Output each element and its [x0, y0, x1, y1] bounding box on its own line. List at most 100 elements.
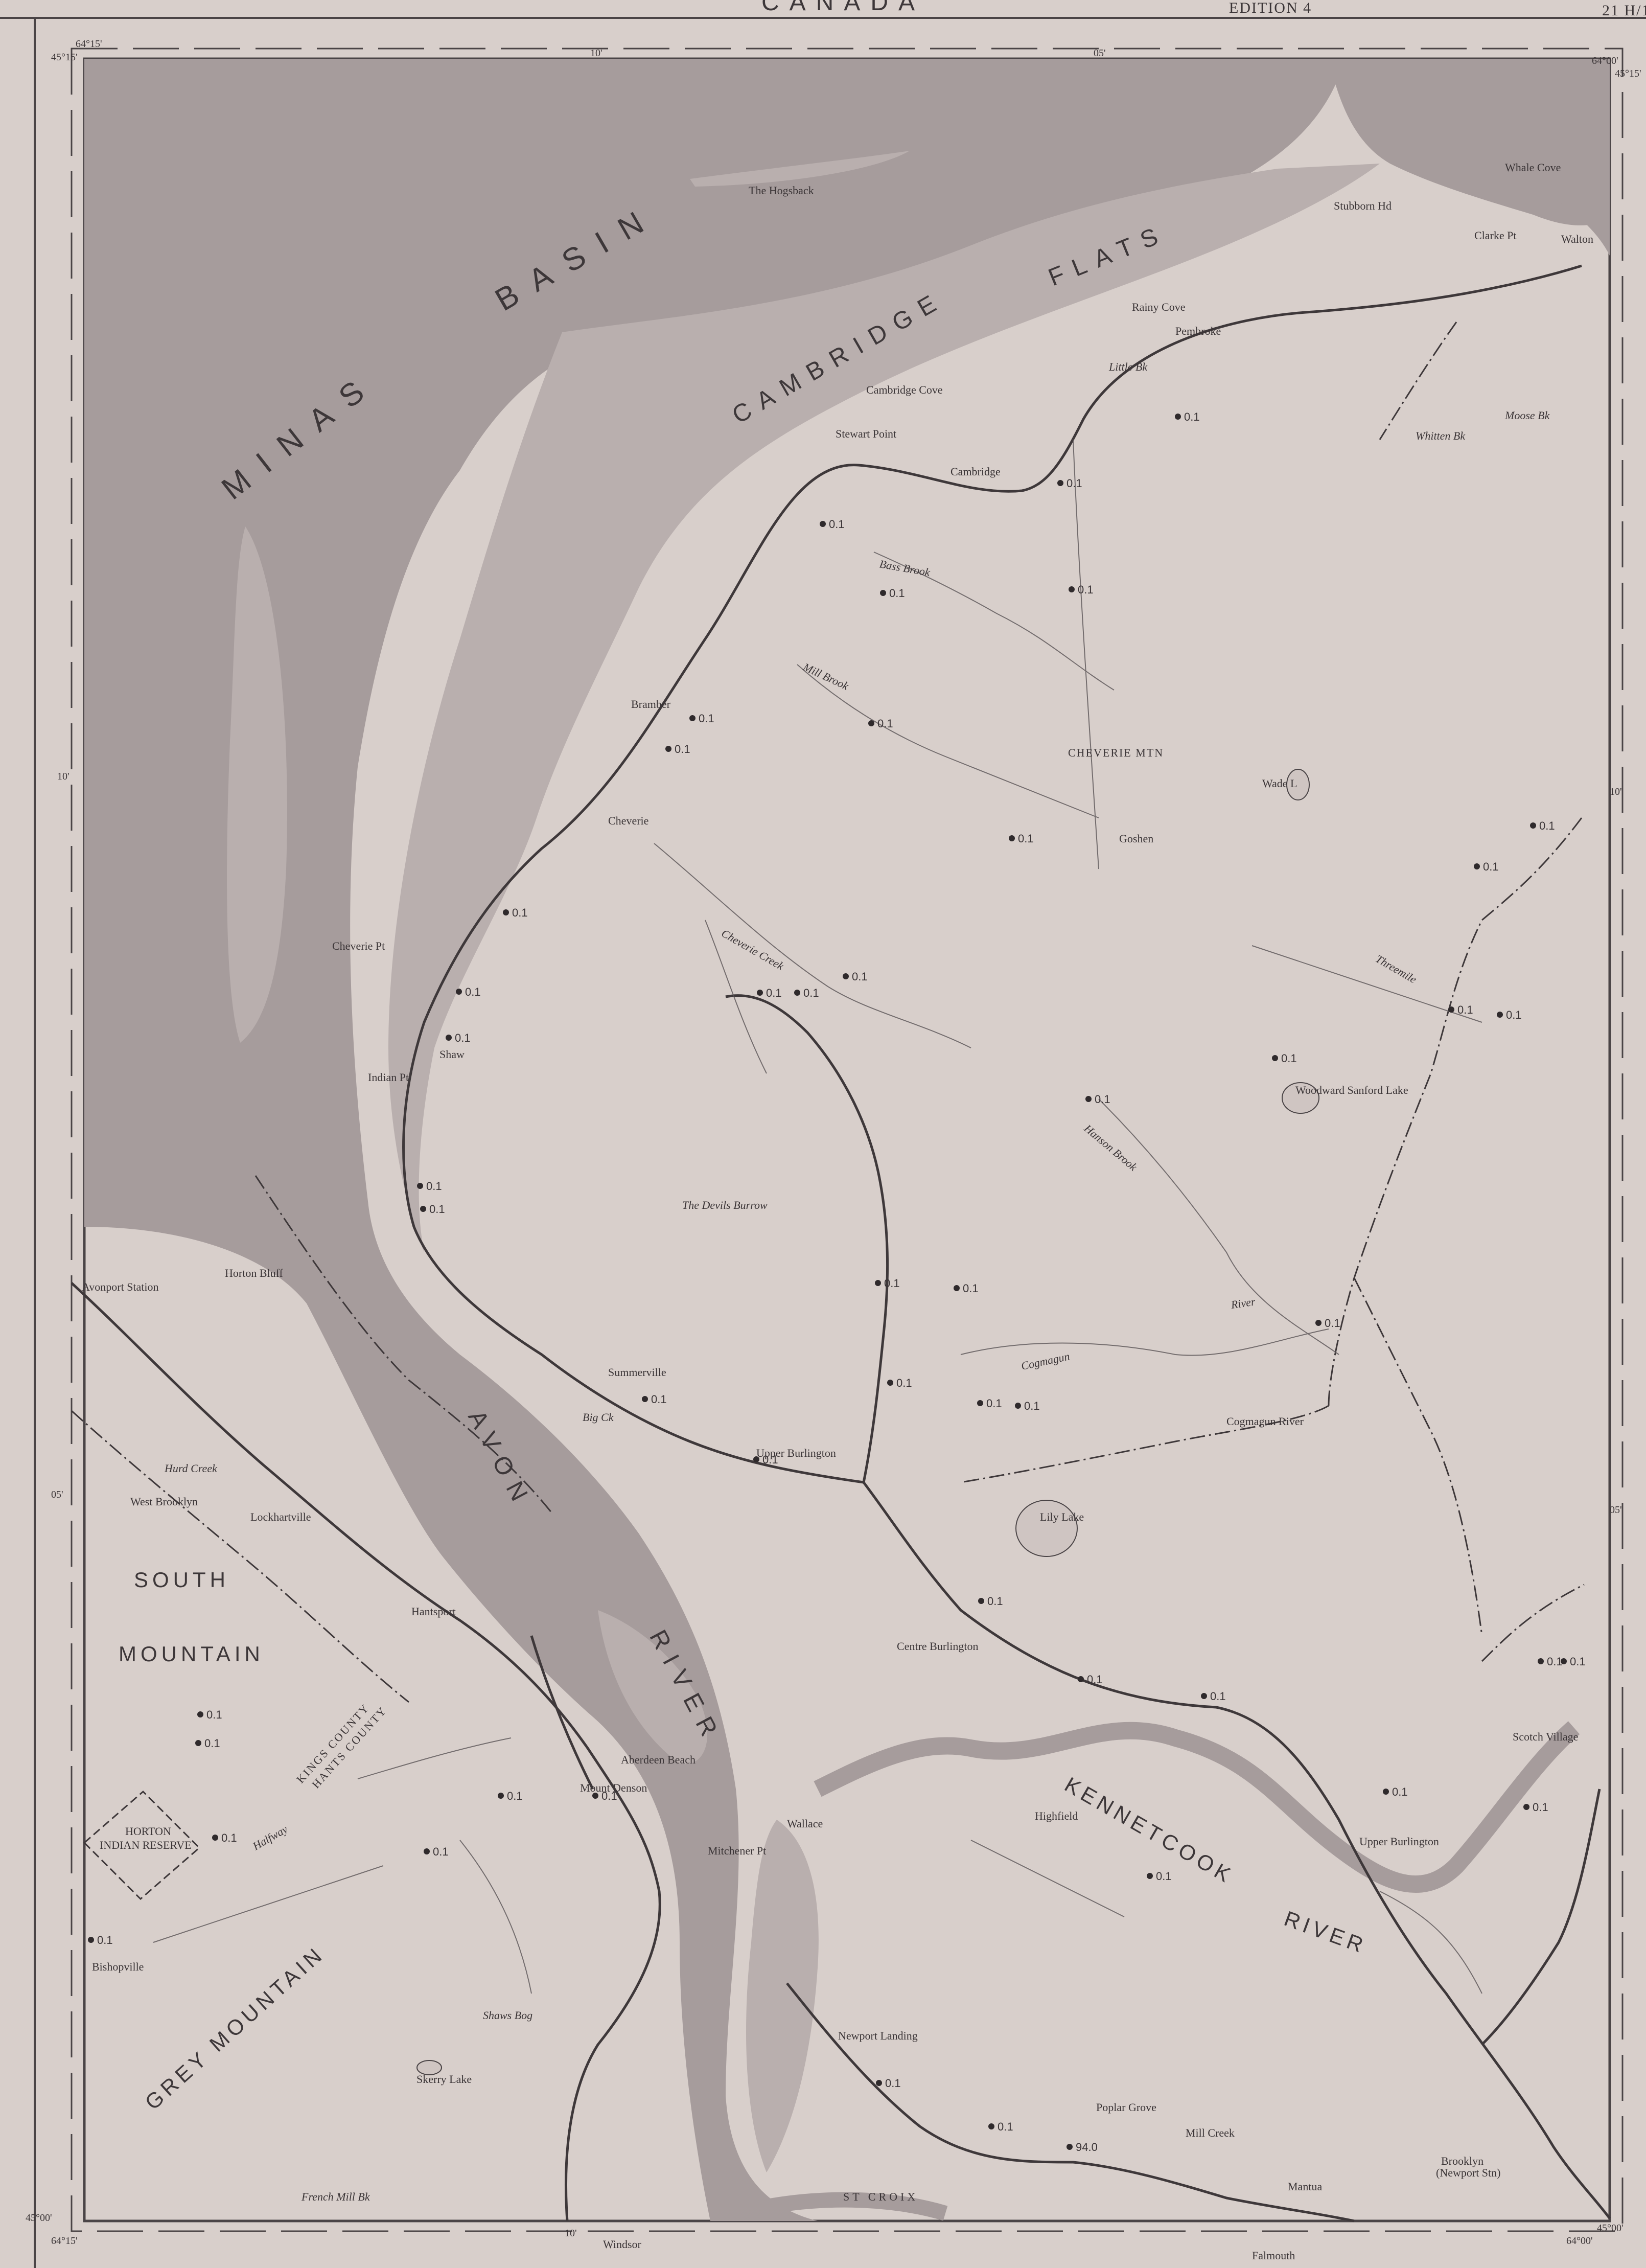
place-whitten-bk: Whitten Bk — [1416, 429, 1466, 442]
survey-point-label: 0.1 — [885, 2077, 901, 2090]
skerry-lake — [416, 2060, 442, 2075]
survey-point-dot — [1009, 835, 1015, 841]
survey-point-dot — [642, 1396, 648, 1402]
place-cambridge-cove: Cambridge Cove — [866, 383, 943, 396]
kennetcook-river — [814, 1721, 1580, 1893]
survey-point-dot — [876, 2080, 882, 2086]
survey-point-dot — [88, 1937, 94, 1943]
survey-point-label: 0.1 — [1392, 1785, 1408, 1798]
survey-point-label: 0.1 — [1325, 1317, 1340, 1330]
survey-point-label: 0.1 — [426, 1180, 442, 1193]
place-walton: Walton — [1561, 233, 1593, 245]
survey-point-label: 0.1 — [1547, 1655, 1563, 1668]
survey-point-label: 0.1 — [766, 987, 782, 999]
place-upper-burlington-2: Upper Burlington — [1359, 1835, 1439, 1848]
survey-point-dot — [1272, 1055, 1278, 1061]
survey-point-label: 0.1 — [206, 1708, 222, 1721]
survey-point-label: 0.1 — [1078, 583, 1094, 596]
survey-point-label: 0.1 — [429, 1203, 445, 1216]
survey-point-label: 0.1 — [896, 1377, 912, 1389]
wade-lake — [1286, 769, 1310, 800]
place-rainy-cove: Rainy Cove — [1132, 301, 1186, 313]
label-south: SOUTH — [134, 1568, 229, 1592]
survey-point-dot — [417, 1183, 423, 1189]
place-french-mill-bk: French Mill Bk — [301, 2190, 370, 2203]
survey-point-label: 0.1 — [1483, 860, 1499, 873]
place-brooklyn: Brooklyn — [1441, 2155, 1483, 2167]
avon-lower-bar — [746, 1820, 819, 2172]
survey-point-label: 94.0 — [1076, 2141, 1098, 2154]
place-pembroke: Pembroke — [1175, 325, 1221, 337]
survey-point-dot — [757, 990, 763, 996]
survey-point-dot — [1201, 1693, 1207, 1699]
survey-point-dot — [592, 1793, 598, 1799]
st-croix-river — [734, 2192, 948, 2221]
survey-point-label: 0.1 — [998, 2120, 1013, 2133]
place-falmouth: Falmouth — [1252, 2249, 1295, 2262]
survey-point-dot — [446, 1035, 452, 1041]
survey-point-dot — [424, 1848, 430, 1854]
coord-top-left-lat: 45°15' — [51, 52, 78, 63]
place-aberdeen-beach: Aberdeen Beach — [621, 1753, 696, 1766]
place-newport-landing: Newport Landing — [838, 2029, 918, 2042]
map-sheet-number: 21 H/1 — [1602, 2, 1646, 19]
label-mountain: MOUNTAIN — [119, 1642, 264, 1666]
label-indian-reserve: INDIAN RESERVE — [100, 1839, 192, 1851]
place-windsor: Windsor — [603, 2238, 642, 2251]
coord-right-10: 10' — [1610, 786, 1622, 797]
survey-point-dot — [977, 1400, 983, 1406]
hogsback-bar — [690, 151, 910, 187]
coord-bottom-right-lat: 45°00' — [1597, 2223, 1624, 2234]
survey-point-dot — [843, 973, 849, 979]
coord-top-10: 10' — [590, 48, 602, 59]
survey-point-label: 0.1 — [1156, 1870, 1172, 1883]
survey-point-label: 0.1 — [97, 1934, 113, 1946]
roads — [71, 264, 1611, 2223]
survey-point-label: 0.1 — [1067, 477, 1082, 490]
woodward-sanford-lake — [1282, 1082, 1319, 1114]
coord-bottom-left-lat: 45°00' — [26, 2212, 52, 2224]
survey-point-dot — [1448, 1006, 1454, 1013]
minas-basin-water — [84, 59, 1339, 2221]
label-horton: HORTON — [125, 1825, 171, 1838]
survey-point-label: 0.1 — [1539, 819, 1555, 832]
place-bishopville: Bishopville — [92, 1960, 144, 1973]
survey-point-dot — [1561, 1658, 1567, 1664]
coord-left-05: 05' — [51, 1489, 63, 1500]
coord-bottom-left: 64°15' — [51, 2235, 78, 2247]
survey-point-dot — [1530, 822, 1536, 829]
place-newport-stn: (Newport Stn) — [1436, 2166, 1500, 2179]
survey-point-label: 0.1 — [1506, 1009, 1522, 1021]
place-scotch-village: Scotch Village — [1513, 1730, 1578, 1743]
survey-point-dot — [456, 989, 462, 995]
cambridge-flats — [388, 164, 1380, 1252]
survey-point-dot — [1383, 1789, 1389, 1795]
walton-bay — [1380, 82, 1610, 256]
streams — [153, 439, 1482, 1994]
survey-point-dot — [665, 746, 671, 752]
survey-point-label: 0.1 — [1533, 1801, 1548, 1814]
place-cambridge: Cambridge — [950, 465, 1001, 478]
place-whale-cove: Whale Cove — [1505, 161, 1561, 174]
survey-point-dot — [1315, 1320, 1322, 1326]
place-lily-lake: Lily Lake — [1040, 1510, 1084, 1523]
survey-point-dot — [954, 1285, 960, 1291]
survey-point-dot — [978, 1598, 984, 1604]
place-upper-burlington: Upper Burlington — [756, 1447, 836, 1459]
survey-point-label: 0.1 — [465, 986, 481, 998]
survey-point-dot — [1474, 863, 1480, 869]
survey-point-label: 0.1 — [221, 1831, 237, 1844]
survey-point-label: 0.1 — [651, 1393, 667, 1406]
survey-point-dot — [197, 1711, 203, 1717]
survey-point-label: 0.1 — [1024, 1400, 1040, 1412]
label-st-croix: ST CROIX — [843, 2190, 918, 2203]
place-hogsback: The Hogsback — [749, 184, 814, 197]
place-poplar-grove: Poplar Grove — [1096, 2101, 1156, 2114]
place-goshen: Goshen — [1119, 832, 1153, 845]
place-avonport: Avonport Station — [82, 1280, 159, 1293]
survey-point-label: 0.1 — [877, 717, 893, 730]
survey-point-dot — [794, 990, 800, 996]
survey-point-label: 0.1 — [512, 906, 528, 919]
place-highfield: Highfield — [1035, 1809, 1078, 1822]
